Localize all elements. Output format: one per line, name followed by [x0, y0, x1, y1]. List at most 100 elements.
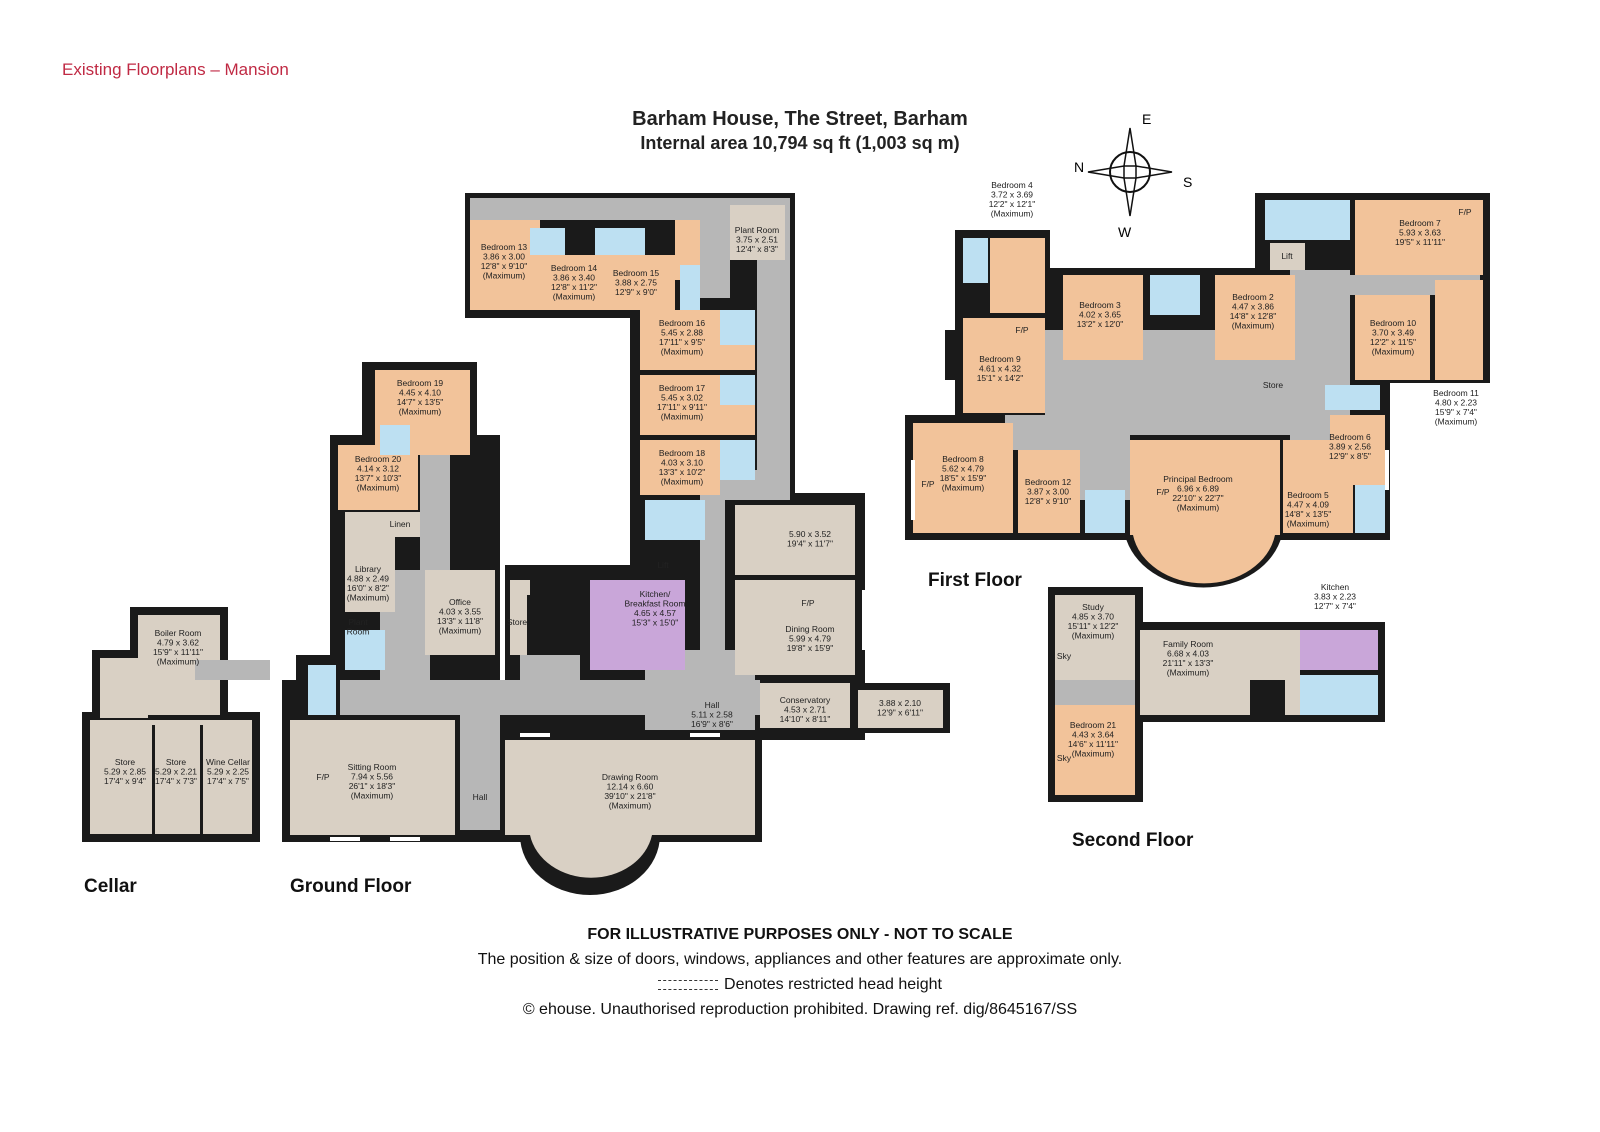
room-label-line: Bedroom 9	[979, 354, 1021, 364]
room-label-line: 5.99 x 4.79	[789, 634, 831, 644]
restricted-height-text: Denotes restricted head height	[724, 976, 942, 993]
room-label-line: 5.29 x 2.85	[104, 767, 146, 777]
room-label-line: 12'2" x 12'1"	[989, 199, 1036, 209]
disclaimer-heading: FOR ILLUSTRATIVE PURPOSES ONLY - NOT TO …	[587, 926, 1013, 943]
floor-label-second: Second Floor	[1072, 830, 1194, 851]
room-label-line: (Maximum)	[347, 593, 390, 603]
room-label-line: Bedroom 16	[659, 318, 706, 328]
room-label-line: 4.80 x 2.23	[1435, 398, 1477, 408]
room-label-line: 12'8" x 9'10"	[481, 261, 528, 271]
room-label-line: Library	[355, 564, 382, 574]
room-label-line: Bedroom 18	[659, 448, 706, 458]
room-label-line: 13'3" x 10'2"	[659, 467, 706, 477]
room-label-line: 13'7" x 10'3"	[355, 473, 402, 483]
room-label-line: 4.65 x 4.57	[634, 608, 676, 618]
room-label-line: Room	[347, 627, 370, 637]
room-label-line: Study	[1082, 602, 1104, 612]
room-label-line: 7.94 x 5.56	[351, 772, 393, 782]
room-label-line: 4.02 x 3.65	[1079, 310, 1121, 320]
page-header: Existing Floorplans – Mansion	[62, 60, 289, 79]
room-label-line: (Maximum)	[661, 477, 704, 487]
fp-sitting: F/P	[316, 772, 330, 782]
room-label-line: (Maximum)	[1435, 417, 1478, 427]
room-label-line: Breakfast Room	[625, 599, 686, 609]
room-label-linen: Linen	[390, 519, 411, 529]
room-label-line: Conservatory	[780, 695, 831, 705]
room-label-line: 12'7" x 7'4"	[1314, 601, 1356, 611]
room-label-line: Bedroom 10	[1370, 318, 1417, 328]
room-label-line: 14'8" x 12'8"	[1230, 311, 1277, 321]
room-label-line: 13'2" x 12'0"	[1077, 319, 1124, 329]
second-floor-plan	[1048, 587, 1385, 802]
room-label-line: 12'4" x 8'3"	[736, 244, 778, 254]
compass-w: W	[1118, 224, 1132, 240]
sky-label-1: Sky	[1057, 651, 1072, 661]
compass-s: S	[1183, 174, 1192, 190]
room-label-line: Store	[166, 757, 187, 767]
room-label-lift_g: Lift	[657, 560, 669, 570]
room-label-line: Bedroom 6	[1329, 432, 1371, 442]
room-label-hall_small: Hall	[473, 792, 488, 802]
first-floor-plan	[905, 193, 1490, 588]
fp-bedroom7: F/P	[1458, 207, 1472, 217]
room-label-line: Hall	[473, 792, 488, 802]
room-label-line: 5.45 x 2.88	[661, 328, 703, 338]
room-label-line: Bedroom 5	[1287, 490, 1329, 500]
room-label-line: Bedroom 20	[355, 454, 402, 464]
room-label-line: (Maximum)	[1372, 347, 1415, 357]
fp-first-9: F/P	[1015, 325, 1029, 335]
room-label-line: Kitchen/	[640, 589, 671, 599]
room-label-line: Bedroom 11	[1433, 388, 1479, 398]
sky-label-2: Sky	[1057, 753, 1072, 763]
room-label-line: 3.86 x 3.00	[483, 252, 525, 262]
room-label-line: 3.86 x 3.40	[553, 273, 595, 283]
room-label-line: Store	[507, 617, 528, 627]
room-label-line: Family Room	[1163, 639, 1213, 649]
room-label-line: 14'6" x 11'11"	[1068, 739, 1118, 749]
room-label-line: Kitchen	[1321, 582, 1350, 592]
room-label-line: Bedroom 8	[942, 454, 984, 464]
room-label-line: 15'9" x 11'11"	[153, 647, 203, 657]
room-label-line: (Maximum)	[157, 657, 200, 667]
property-title: Barham House, The Street, Barham	[632, 108, 968, 130]
room-label-line: 6.68 x 4.03	[1167, 649, 1209, 659]
room-label-line: (Maximum)	[1167, 668, 1210, 678]
room-label-line: 3.75 x 2.51	[736, 235, 778, 245]
room-label-line: 12'8" x 11'2"	[551, 282, 597, 292]
room-label-line: Store	[1263, 380, 1284, 390]
room-label-line: Sitting Room	[348, 762, 397, 772]
room-label-line: 3.83 x 2.23	[1314, 592, 1356, 602]
room-label-line: 18'5" x 15'9"	[940, 473, 987, 483]
room-label-line: 39'10" x 21'8"	[604, 791, 655, 801]
internal-area: Internal area 10,794 sq ft (1,003 sq m)	[640, 133, 960, 153]
cellar-plan	[82, 607, 270, 842]
room-label-line: 19'8" x 15'9"	[787, 643, 834, 653]
room-label-line: 4.79 x 3.62	[157, 638, 199, 648]
room-label-line: 19'4" x 11'7"	[787, 539, 833, 549]
room-label-line: 4.53 x 2.71	[784, 705, 826, 715]
room-label-line: Hall	[705, 700, 720, 710]
room-label-line: (Maximum)	[439, 626, 482, 636]
room-label-line: Bedroom 7	[1399, 218, 1441, 228]
room-label-line: 3.89 x 2.56	[1329, 442, 1371, 452]
room-label-line: 19'5" x 11'11"	[1395, 237, 1445, 247]
